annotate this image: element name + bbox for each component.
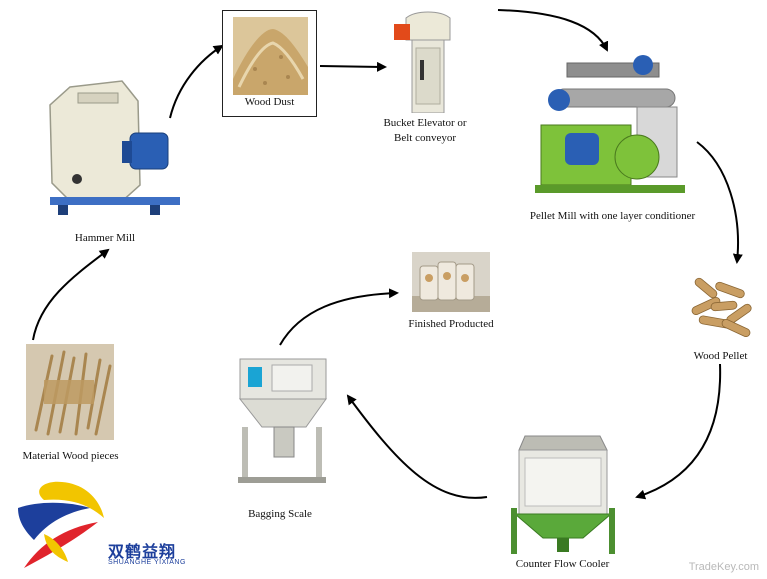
label-wood-dust: Wood Dust: [244, 96, 295, 108]
wood-pellet-image: [691, 277, 752, 338]
brand-name-en: SHUANGHE YIXIANG: [108, 559, 186, 566]
arrow-elevator-to-pelletmill: [497, 9, 609, 52]
arrow-cooler-to-bagging: [346, 394, 488, 499]
wood-dust-image: [233, 17, 308, 95]
arrow-dust-to-elevator: [319, 61, 387, 72]
bagging-scale-image: [238, 358, 327, 483]
finished-product-image: [412, 252, 490, 312]
bucket-elevator-image: [394, 11, 451, 113]
arrow-pelletmill-to-pellet: [696, 141, 743, 264]
label-material-wood: Material Wood pieces: [22, 450, 119, 462]
counter-flow-cooler-image: [511, 435, 615, 554]
label-finished-producted: Finished Producted: [408, 318, 494, 330]
label-hammer-mill: Hammer Mill: [74, 232, 136, 244]
pellet-mill-image: [535, 55, 685, 193]
material-wood-image: [26, 344, 114, 440]
arrow-material-to-hammer: [32, 248, 110, 341]
label-counter-flow-cooler: Counter Flow Cooler: [515, 558, 610, 570]
arrow-bagging-to-finished: [279, 288, 399, 346]
brand-name-cn: 双鹤益翔: [108, 542, 177, 561]
brand-logo-icon: [18, 481, 104, 568]
wood-dust-box: [222, 10, 317, 117]
hammer-mill-image: [49, 80, 180, 215]
watermark: TradeKey.com: [688, 561, 759, 573]
arrow-pellet-to-cooler: [635, 363, 722, 500]
label-bagging-scale: Bagging Scale: [248, 508, 312, 520]
label-wood-pellet: Wood Pellet: [693, 350, 748, 362]
label-bucket-elevator-1: Bucket Elevator or: [383, 117, 467, 129]
arrow-hammer-to-dust: [169, 44, 224, 119]
label-bucket-elevator-2: Belt conveyor: [393, 132, 456, 144]
label-pellet-mill: Pellet Mill with one layer conditioner: [529, 210, 696, 222]
